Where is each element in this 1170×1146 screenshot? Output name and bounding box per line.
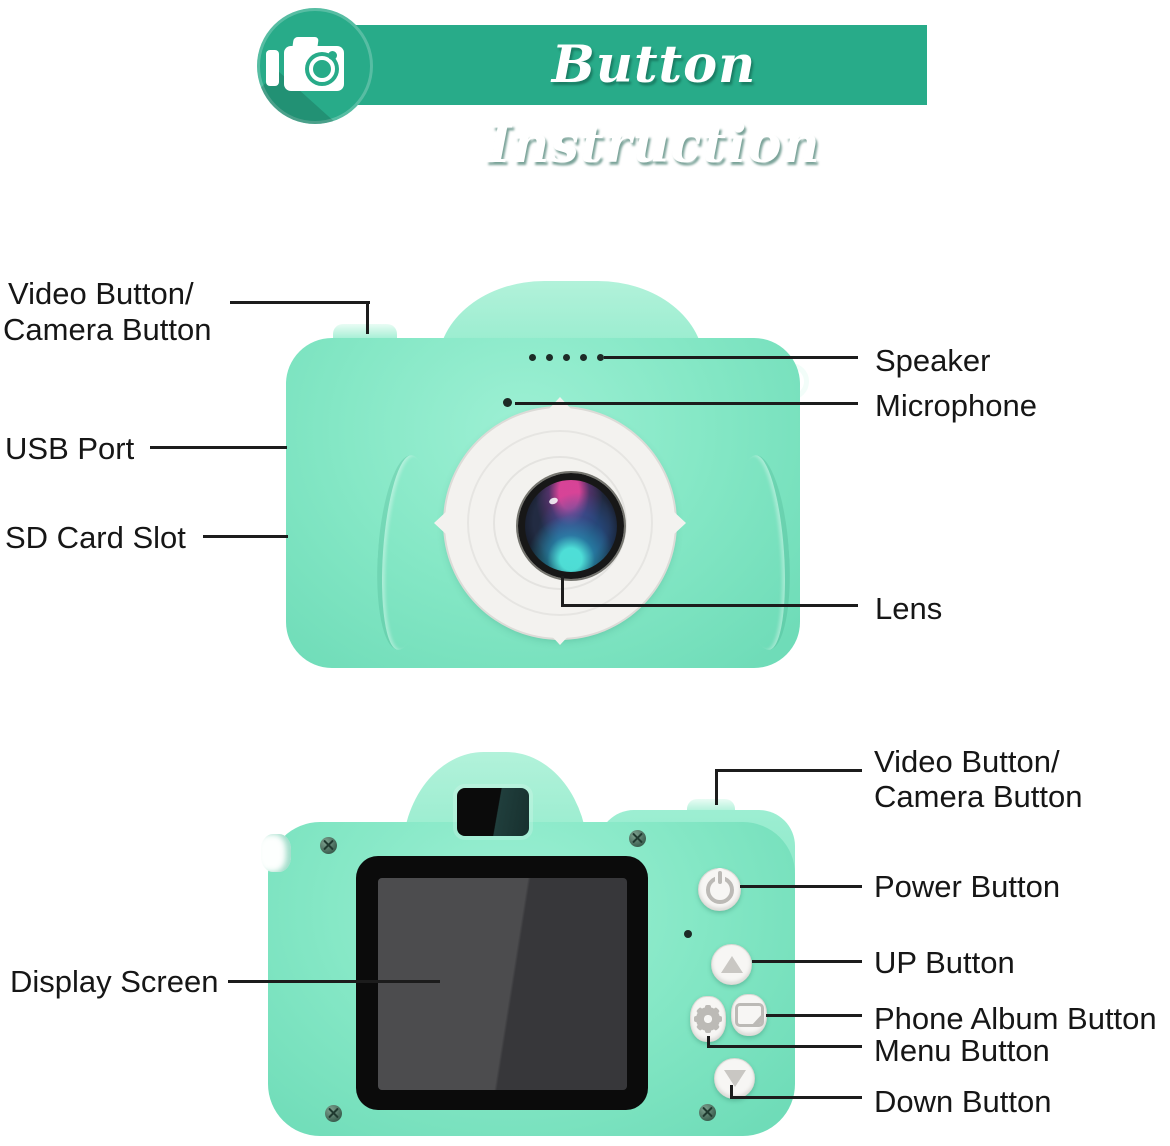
leader-line-back-shutter xyxy=(715,769,862,772)
back-microphone-hole xyxy=(684,930,692,938)
label-front-video-button-2: Camera Button xyxy=(3,312,212,347)
label-speaker: Speaker xyxy=(875,343,991,378)
label-usb-port: USB Port xyxy=(5,431,135,466)
leader-line-front-shutter xyxy=(230,301,370,304)
speaker-hole xyxy=(580,354,587,361)
label-lens: Lens xyxy=(875,591,943,626)
leader-line-usb xyxy=(150,446,287,449)
phone-album-button xyxy=(731,994,767,1036)
label-menu-button: Menu Button xyxy=(874,1033,1050,1068)
leader-line-power xyxy=(740,885,862,888)
power-button xyxy=(698,868,741,911)
speaker-hole xyxy=(563,354,570,361)
down-button xyxy=(714,1058,755,1099)
leader-line-display xyxy=(228,980,440,983)
label-phone-album-button: Phone Album Button xyxy=(874,1001,1157,1036)
label-microphone: Microphone xyxy=(875,388,1037,423)
gear-icon xyxy=(694,1005,722,1033)
label-front-video-button-1: Video Button/ xyxy=(8,276,194,311)
screw xyxy=(320,837,337,854)
label-down-button: Down Button xyxy=(874,1084,1052,1119)
camera-icon xyxy=(257,8,373,124)
leader-line-speaker xyxy=(604,356,858,359)
speaker-hole xyxy=(529,354,536,361)
leader-line-album xyxy=(766,1014,862,1017)
speaker-hole xyxy=(546,354,553,361)
speaker-hole xyxy=(597,354,604,361)
triangle-down-icon xyxy=(723,1070,746,1087)
camera-icon-body xyxy=(284,46,344,91)
triangle-up-icon xyxy=(720,956,743,973)
leader-line-sd xyxy=(203,535,288,538)
header-banner: Button Instruction xyxy=(343,25,927,175)
leader-line-lens xyxy=(561,576,564,607)
leader-line-front-shutter xyxy=(366,301,369,334)
leader-line-down xyxy=(730,1096,862,1099)
page-title: Button Instruction xyxy=(487,35,821,175)
leader-line-back-shutter xyxy=(715,769,718,805)
leader-line-menu xyxy=(707,1045,862,1048)
leader-line-down xyxy=(730,1085,733,1099)
microphone-hole xyxy=(503,398,512,407)
label-sd-card-slot: SD Card Slot xyxy=(5,520,186,555)
label-up-button: UP Button xyxy=(874,945,1015,980)
up-button xyxy=(711,944,752,985)
camera-icon-tab xyxy=(266,50,279,86)
screw xyxy=(699,1104,716,1121)
label-display-screen: Display Screen xyxy=(10,964,219,999)
label-back-video-button-1: Video Button/ xyxy=(874,744,1060,779)
viewfinder-window xyxy=(457,788,529,836)
lens-glass xyxy=(518,473,624,579)
power-icon xyxy=(705,870,734,904)
label-power-button: Power Button xyxy=(874,869,1061,904)
back-strap-hole xyxy=(261,834,291,872)
leader-line-lens xyxy=(561,604,858,607)
label-back-video-button-2: Camera Button xyxy=(874,779,1083,814)
display-screen xyxy=(378,878,627,1090)
menu-button xyxy=(690,996,726,1042)
camera-icon-dot xyxy=(328,51,337,60)
screw xyxy=(629,830,646,847)
leader-line-up xyxy=(752,960,862,963)
leader-line-microphone xyxy=(515,402,858,405)
photo-icon xyxy=(734,1003,764,1027)
leader-line-menu xyxy=(707,1036,710,1048)
screw xyxy=(325,1105,342,1122)
